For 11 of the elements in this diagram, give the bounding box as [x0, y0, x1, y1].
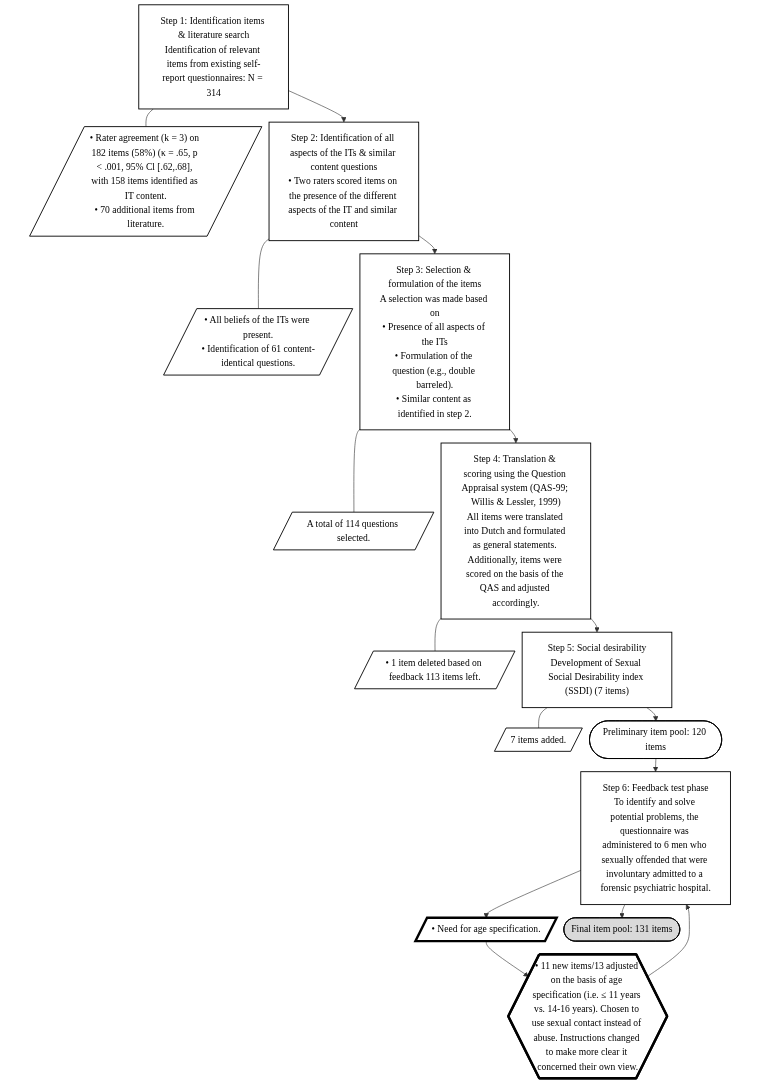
node-box: Step 5: Social desirability Development of Sexual Social Desirability index (SSDI) (7 items) [521, 631, 673, 709]
connector [353, 428, 361, 513]
connector [145, 108, 154, 128]
connector [258, 238, 270, 310]
node-box: Step 4: Translation & scoring using the Question Appraisal system (QAS-99; Willis & Lessler, 1999) All items were translated into Dutch and formulated as general statements. Additionally, items were scored on the basis of the QAS and adjusted accordingly. [440, 442, 592, 620]
node-box: Step 3: Selection & formulation of the items A selection was made based on • Presence of all aspects of the ITs • Formulation of the question (e.g., double barreled). • Similar content as identified in step 2. [359, 253, 511, 431]
node-box: Step 2: Identification of all aspects of the ITs & similar content questions • Two raters scored items on the presence of the different aspects of the IT and similar content [268, 121, 420, 242]
connector [538, 707, 548, 729]
node-box: Step 1: Identification items & literature search Identification of relevant items from existing self-report questionnaires: N = 314 [138, 4, 289, 110]
node-box: Step 6: Feedback test phase To identify and solve potential problems, the questionnaire was administered to 6 men who sexually offended that were involuntary admitted to a forensic psychiatric hospital. [580, 771, 731, 906]
connector [434, 618, 442, 652]
